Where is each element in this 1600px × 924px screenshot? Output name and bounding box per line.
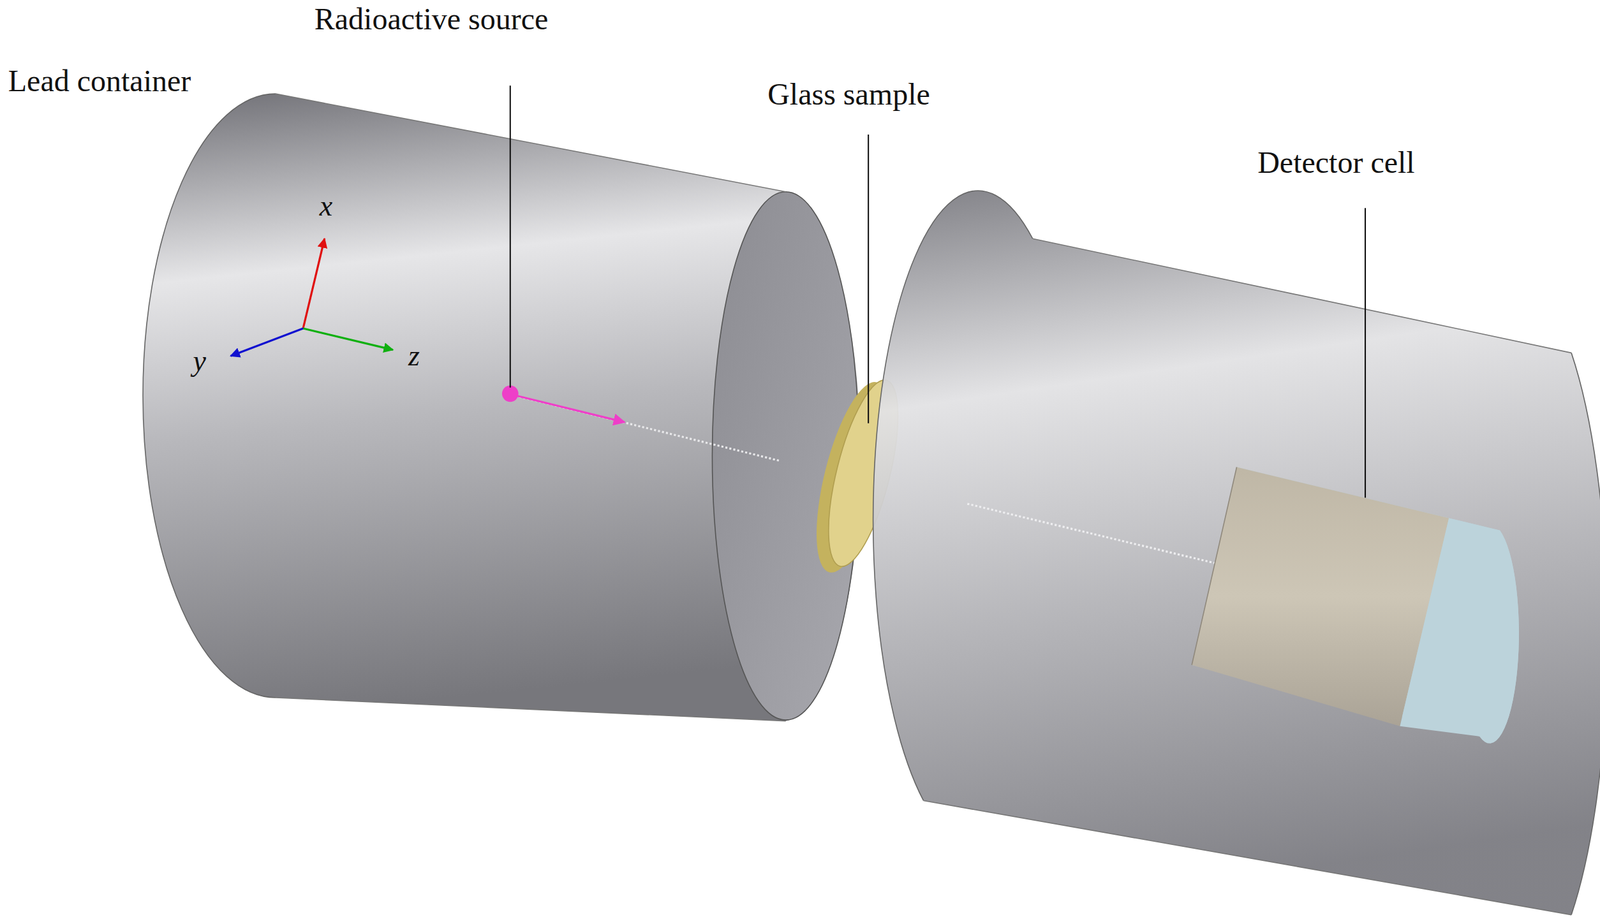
beam-path — [515, 396, 781, 462]
beam-path — [967, 503, 1215, 564]
part-label: Radioactive source — [314, 2, 549, 37]
axis-label: x — [319, 190, 333, 223]
lead-container-right — [873, 190, 1600, 916]
axis-label: z — [408, 340, 420, 373]
part-label: Detector cell — [1257, 146, 1415, 180]
part-label: Lead container — [8, 64, 192, 99]
part-label: Glass sample — [767, 77, 931, 112]
leader-lines — [510, 85, 1366, 498]
detector-cell — [1191, 466, 1519, 744]
lead-container-left — [142, 93, 861, 722]
coordinate-axes — [230, 238, 393, 356]
axis-label: y — [192, 345, 206, 378]
radioactive-source — [502, 385, 625, 423]
